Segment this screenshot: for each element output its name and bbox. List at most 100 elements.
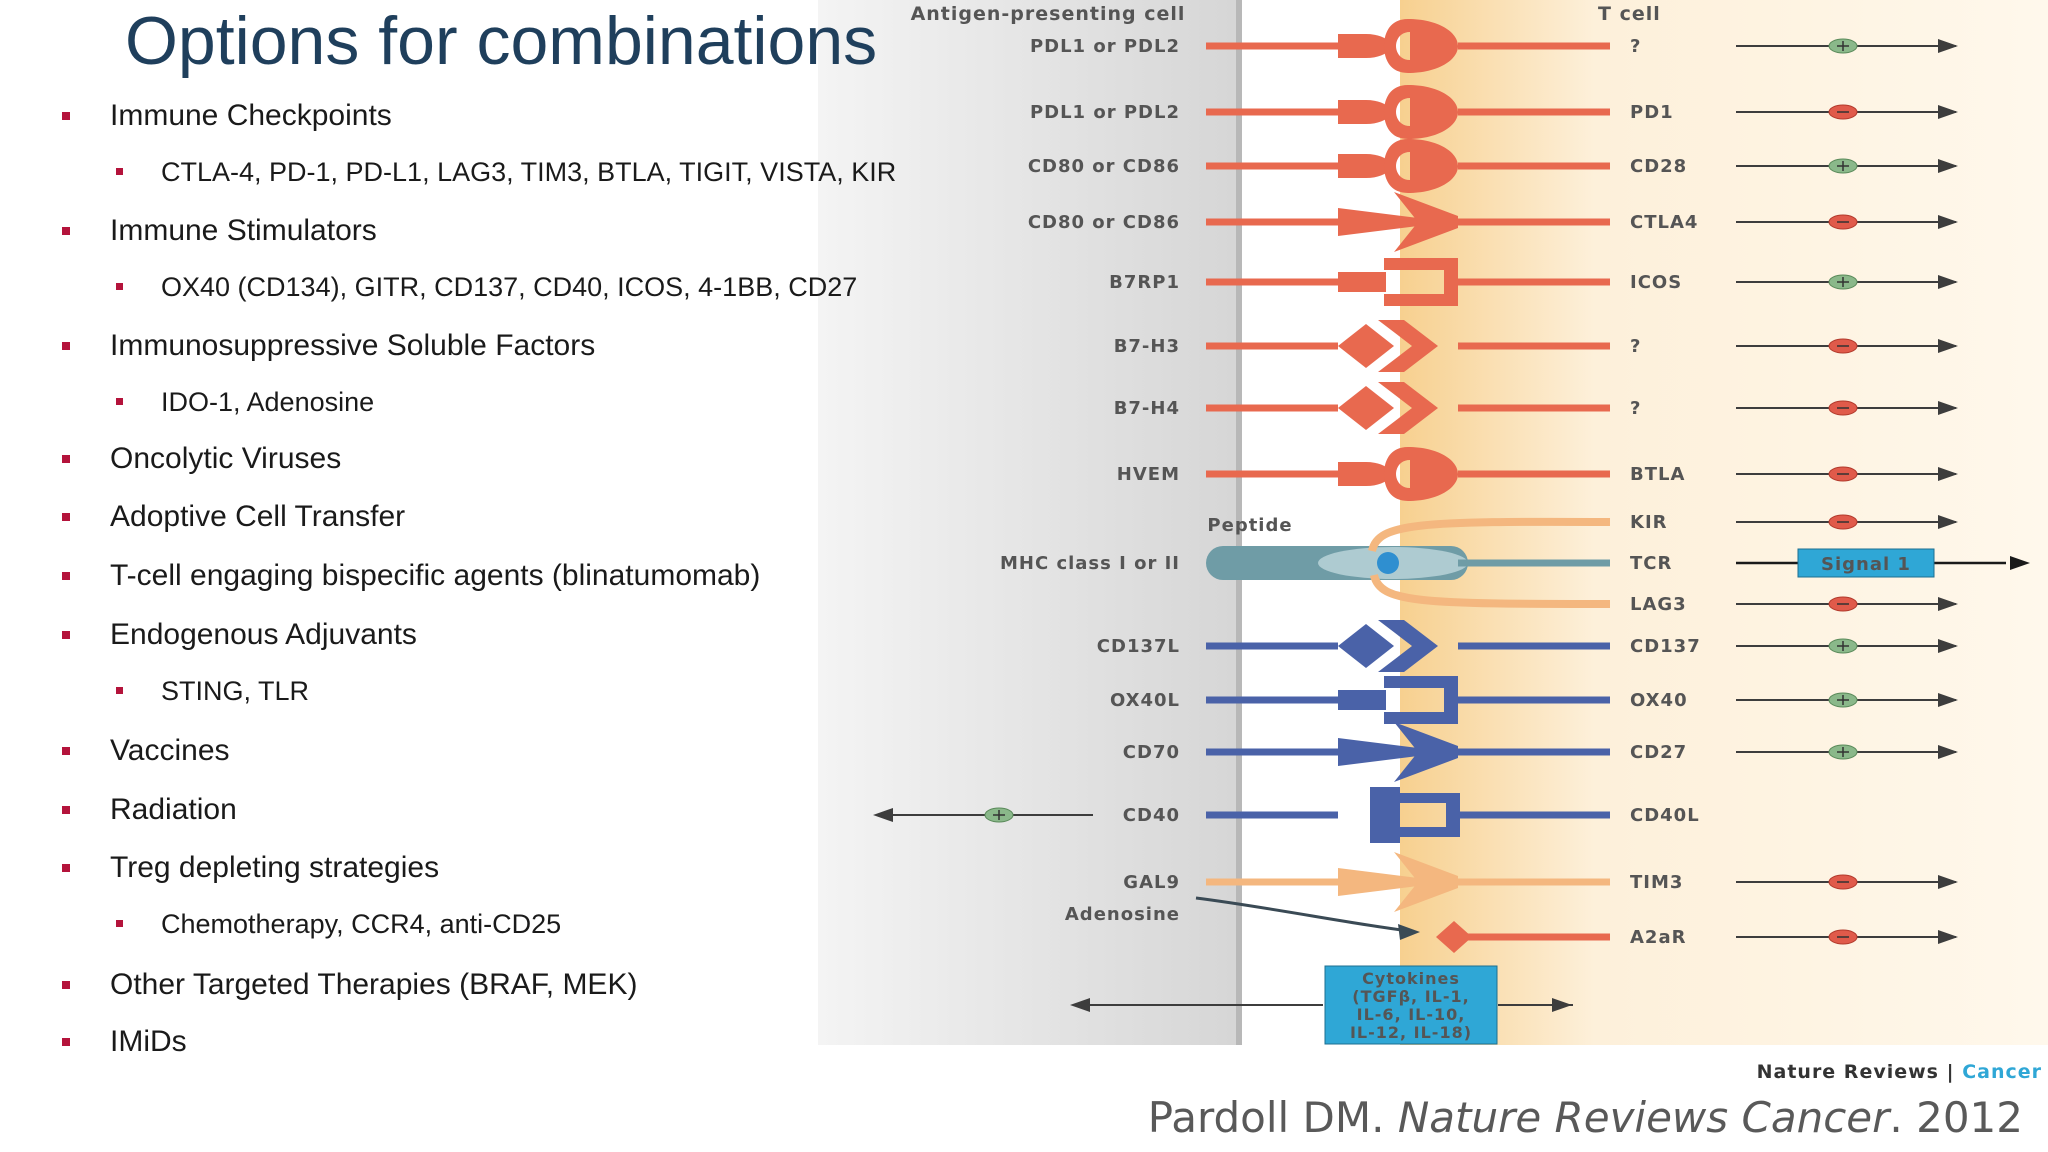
bullet-text: Vaccines [110, 734, 230, 767]
bullet-marker [62, 112, 70, 120]
ligand-diamond [1338, 386, 1394, 430]
ligand-block [1338, 272, 1386, 292]
signal-arrowhead [1938, 339, 1958, 353]
bullet-text: Chemotherapy, CCR4, anti-CD25 [161, 909, 562, 939]
receptor-label: ? [1630, 36, 1641, 57]
bullet-marker [116, 687, 123, 694]
bullet-text: CTLA-4, PD-1, PD-L1, LAG3, TIM3, BTLA, T… [161, 157, 897, 187]
signal-arrowhead [1938, 275, 1958, 289]
cytokine-left-arrowhead [1070, 998, 1090, 1012]
receptor-label: TCR [1630, 553, 1672, 574]
slide-title: Options for combinations [125, 3, 878, 79]
bullet-marker [62, 806, 70, 814]
bullet-item: IMiDs [62, 1025, 187, 1059]
receptor-label: CD40L [1630, 805, 1700, 826]
ligand-chevron [1338, 208, 1418, 236]
cytokines-title: Cytokines [1362, 969, 1460, 988]
ligand-chevron [1338, 868, 1418, 896]
nature-reviews-credit: Nature Reviews | Cancer [1757, 1061, 2042, 1083]
sub-bullet-item: STING, TLR [116, 676, 310, 707]
peptide-dot [1377, 552, 1399, 574]
bullet-text: Treg depleting strategies [110, 851, 440, 884]
bullet-marker [62, 572, 70, 580]
citation-journal: Nature Reviews Cancer [1397, 1093, 1890, 1142]
signal-arrowhead [1938, 930, 1958, 944]
receptor-chevron [1378, 320, 1438, 372]
bullet-item: Radiation [62, 793, 237, 827]
receptor-label: CD137 [1630, 636, 1701, 657]
receptor-chevron [1378, 382, 1438, 434]
ligand-knob [1338, 34, 1390, 58]
receptor-bracket [1390, 793, 1460, 837]
bullet-item: Endogenous Adjuvants [62, 618, 417, 652]
cytokines-list-line: (TGFβ, IL-1, [1352, 987, 1469, 1006]
signal-arrowhead [1938, 597, 1958, 611]
signal-arrowhead [1938, 401, 1958, 415]
bullet-marker [62, 342, 70, 350]
receptor-cup [1384, 85, 1458, 139]
receptor-label: CTLA4 [1630, 212, 1698, 233]
bullet-text: Immune Checkpoints [110, 99, 392, 132]
receptor-label: TIM3 [1630, 872, 1683, 893]
journal-separator: | [1946, 1061, 1955, 1083]
signal-arrowhead [1938, 39, 1958, 53]
bullet-item: Adoptive Cell Transfer [62, 500, 406, 534]
ligand-label: B7-H3 [1114, 336, 1180, 357]
bullet-item: Vaccines [62, 734, 230, 768]
bullet-marker [62, 747, 70, 755]
receptor-bracket [1384, 258, 1458, 306]
ligand-label: CD80 or CD86 [1028, 156, 1180, 177]
receptor-cup [1384, 19, 1458, 73]
ligand-label: CD70 [1123, 742, 1180, 763]
kir-stalk [1368, 517, 1611, 553]
receptor-label: OX40 [1630, 690, 1688, 711]
ligand-diamond [1338, 324, 1394, 368]
bullet-text: Adoptive Cell Transfer [110, 500, 406, 533]
ligand-knob [1338, 462, 1390, 486]
sub-bullet-item: IDO-1, Adenosine [116, 387, 374, 418]
ligand-label: MHC class I or II [1000, 553, 1180, 574]
bullet-item: T-cell engaging bispecific agents (blina… [62, 559, 760, 593]
bullet-marker [62, 227, 70, 235]
signal-arrowhead [1938, 875, 1958, 889]
adenosine-label: Adenosine [1065, 904, 1180, 925]
citation-year: . 2012 [1889, 1093, 2023, 1142]
cytokines-list-line: IL-12, IL-18) [1350, 1023, 1472, 1042]
ligand-label: PDL1 or PDL2 [1030, 102, 1180, 123]
receptor-label: CD28 [1630, 156, 1687, 177]
bullet-text: Oncolytic Viruses [110, 442, 342, 475]
bullet-marker [116, 398, 123, 405]
bullet-text: STING, TLR [161, 676, 310, 706]
bullet-item: Oncolytic Viruses [62, 442, 342, 476]
ligand-label: B7RP1 [1109, 272, 1180, 293]
signal-arrowhead [1938, 105, 1958, 119]
signal-arrowhead [1938, 215, 1958, 229]
bullet-item: Immunosuppressive Soluble Factors [62, 329, 595, 363]
bullet-text: IMiDs [110, 1025, 187, 1058]
receptor-label: KIR [1630, 512, 1668, 533]
ligand-knob [1338, 100, 1390, 124]
bullet-text: OX40 (CD134), GITR, CD137, CD40, ICOS, 4… [161, 272, 858, 302]
receptor-chevron [1394, 852, 1458, 912]
citation-author: Pardoll DM. [1147, 1093, 1385, 1142]
bullet-item: Treg depleting strategies [62, 851, 440, 885]
ligand-label: B7-H4 [1114, 398, 1180, 419]
bullet-text: Other Targeted Therapies (BRAF, MEK) [110, 968, 638, 1001]
sub-bullet-item: CTLA-4, PD-1, PD-L1, LAG3, TIM3, BTLA, T… [116, 157, 897, 188]
ligand-knob [1338, 154, 1390, 178]
receptor-label: A2aR [1630, 927, 1686, 948]
citation: Pardoll DM. Nature Reviews Cancer. 2012 [1148, 1093, 2023, 1142]
signal-arrowhead [1938, 159, 1958, 173]
bullet-text: Endogenous Adjuvants [110, 618, 417, 651]
ligand-block [1338, 690, 1386, 710]
bullet-marker [116, 168, 123, 175]
ligand-diamond [1338, 624, 1394, 668]
signal1-arrowhead [2010, 556, 2030, 570]
sub-bullet-item: OX40 (CD134), GITR, CD137, CD40, ICOS, 4… [116, 272, 858, 303]
sub-bullet-item: Chemotherapy, CCR4, anti-CD25 [116, 909, 562, 940]
signal-arrowhead [1938, 693, 1958, 707]
apc-header: Antigen-presenting cell [911, 3, 1186, 25]
journal-name: Nature Reviews [1756, 1061, 1939, 1083]
receptor-label: LAG3 [1630, 594, 1687, 615]
